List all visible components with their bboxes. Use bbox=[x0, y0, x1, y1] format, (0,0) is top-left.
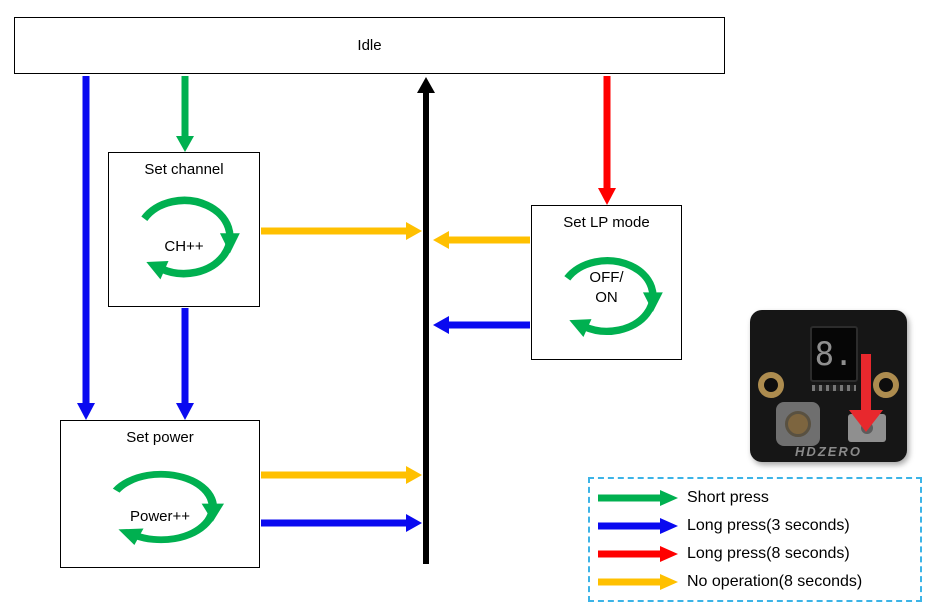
arrow-long-press-idle-to-set-power bbox=[77, 76, 95, 420]
cycle-arrow-icon bbox=[112, 470, 224, 546]
lp-loop-label-line1: OFF/ bbox=[589, 269, 624, 286]
legend-item: No operation(8 seconds) bbox=[596, 568, 914, 596]
button-pointer-arrow bbox=[861, 354, 871, 410]
legend-item: Long press(8 seconds) bbox=[596, 540, 914, 568]
set-channel-state-box: Set channel CH++ bbox=[108, 152, 260, 307]
legend-item-label: Long press(8 seconds) bbox=[687, 545, 850, 562]
display-pins bbox=[812, 385, 856, 391]
lp-loop-label-line2: ON bbox=[595, 289, 618, 306]
legend-box: Short press Long press(3 seconds) Long p… bbox=[588, 477, 922, 602]
arrow-long-press-set-channel-to-set-power bbox=[176, 308, 194, 420]
idle-label: Idle bbox=[357, 37, 382, 54]
long-press-8s-arrow-icon bbox=[598, 546, 678, 562]
set-lp-mode-label: Set LP mode bbox=[563, 214, 650, 231]
set-channel-loop-label: CH++ bbox=[164, 238, 204, 255]
set-power-state-box: Set power Power++ bbox=[60, 420, 260, 568]
mounting-hole-right bbox=[873, 372, 899, 398]
hdzero-logo: HDZERO bbox=[795, 444, 862, 459]
mounting-hole-left bbox=[758, 372, 784, 398]
set-lp-mode-state-box: Set LP mode OFF/ ON bbox=[531, 205, 682, 360]
button-pointer-arrowhead bbox=[849, 410, 883, 432]
legend-item-label: Short press bbox=[687, 489, 769, 506]
arrow-no-operation-set-lp-to-idle bbox=[433, 231, 530, 249]
arrow-long-press-set-power-to-idle bbox=[261, 514, 422, 532]
set-lp-mode-loop-label: OFF/ ON bbox=[532, 268, 681, 308]
seven-segment-display: 8. bbox=[810, 326, 858, 382]
cycle-arrow-icon bbox=[564, 257, 663, 337]
arrow-no-operation-set-channel-to-idle bbox=[261, 222, 422, 240]
legend-item: Short press bbox=[596, 484, 914, 512]
short-press-arrow-icon bbox=[598, 490, 678, 506]
arrow-return-to-idle bbox=[417, 77, 435, 564]
arrow-short-press-idle-to-set-channel bbox=[176, 76, 194, 152]
arrow-long-press-8s-idle-to-set-lp-mode bbox=[598, 76, 616, 205]
long-press-3s-arrow-icon bbox=[598, 518, 678, 534]
device-photo: 8. HDZERO bbox=[750, 310, 907, 462]
joystick-button bbox=[776, 402, 820, 446]
legend-item: Long press(3 seconds) bbox=[596, 512, 914, 540]
legend-item-label: Long press(3 seconds) bbox=[687, 517, 850, 534]
no-operation-arrow-icon bbox=[598, 574, 678, 590]
cycle-arrow-icon bbox=[141, 196, 240, 280]
idle-state-box: Idle bbox=[14, 17, 725, 74]
arrow-no-operation-set-power-to-idle bbox=[261, 466, 422, 484]
joystick-knob bbox=[785, 411, 811, 437]
display-value: 8. bbox=[814, 335, 854, 373]
set-channel-label: Set channel bbox=[144, 161, 224, 178]
set-power-label: Set power bbox=[126, 429, 194, 446]
set-power-loop-label: Power++ bbox=[129, 508, 191, 525]
arrow-long-press-set-lp-to-idle bbox=[433, 316, 530, 334]
legend-item-label: No operation(8 seconds) bbox=[687, 573, 863, 590]
